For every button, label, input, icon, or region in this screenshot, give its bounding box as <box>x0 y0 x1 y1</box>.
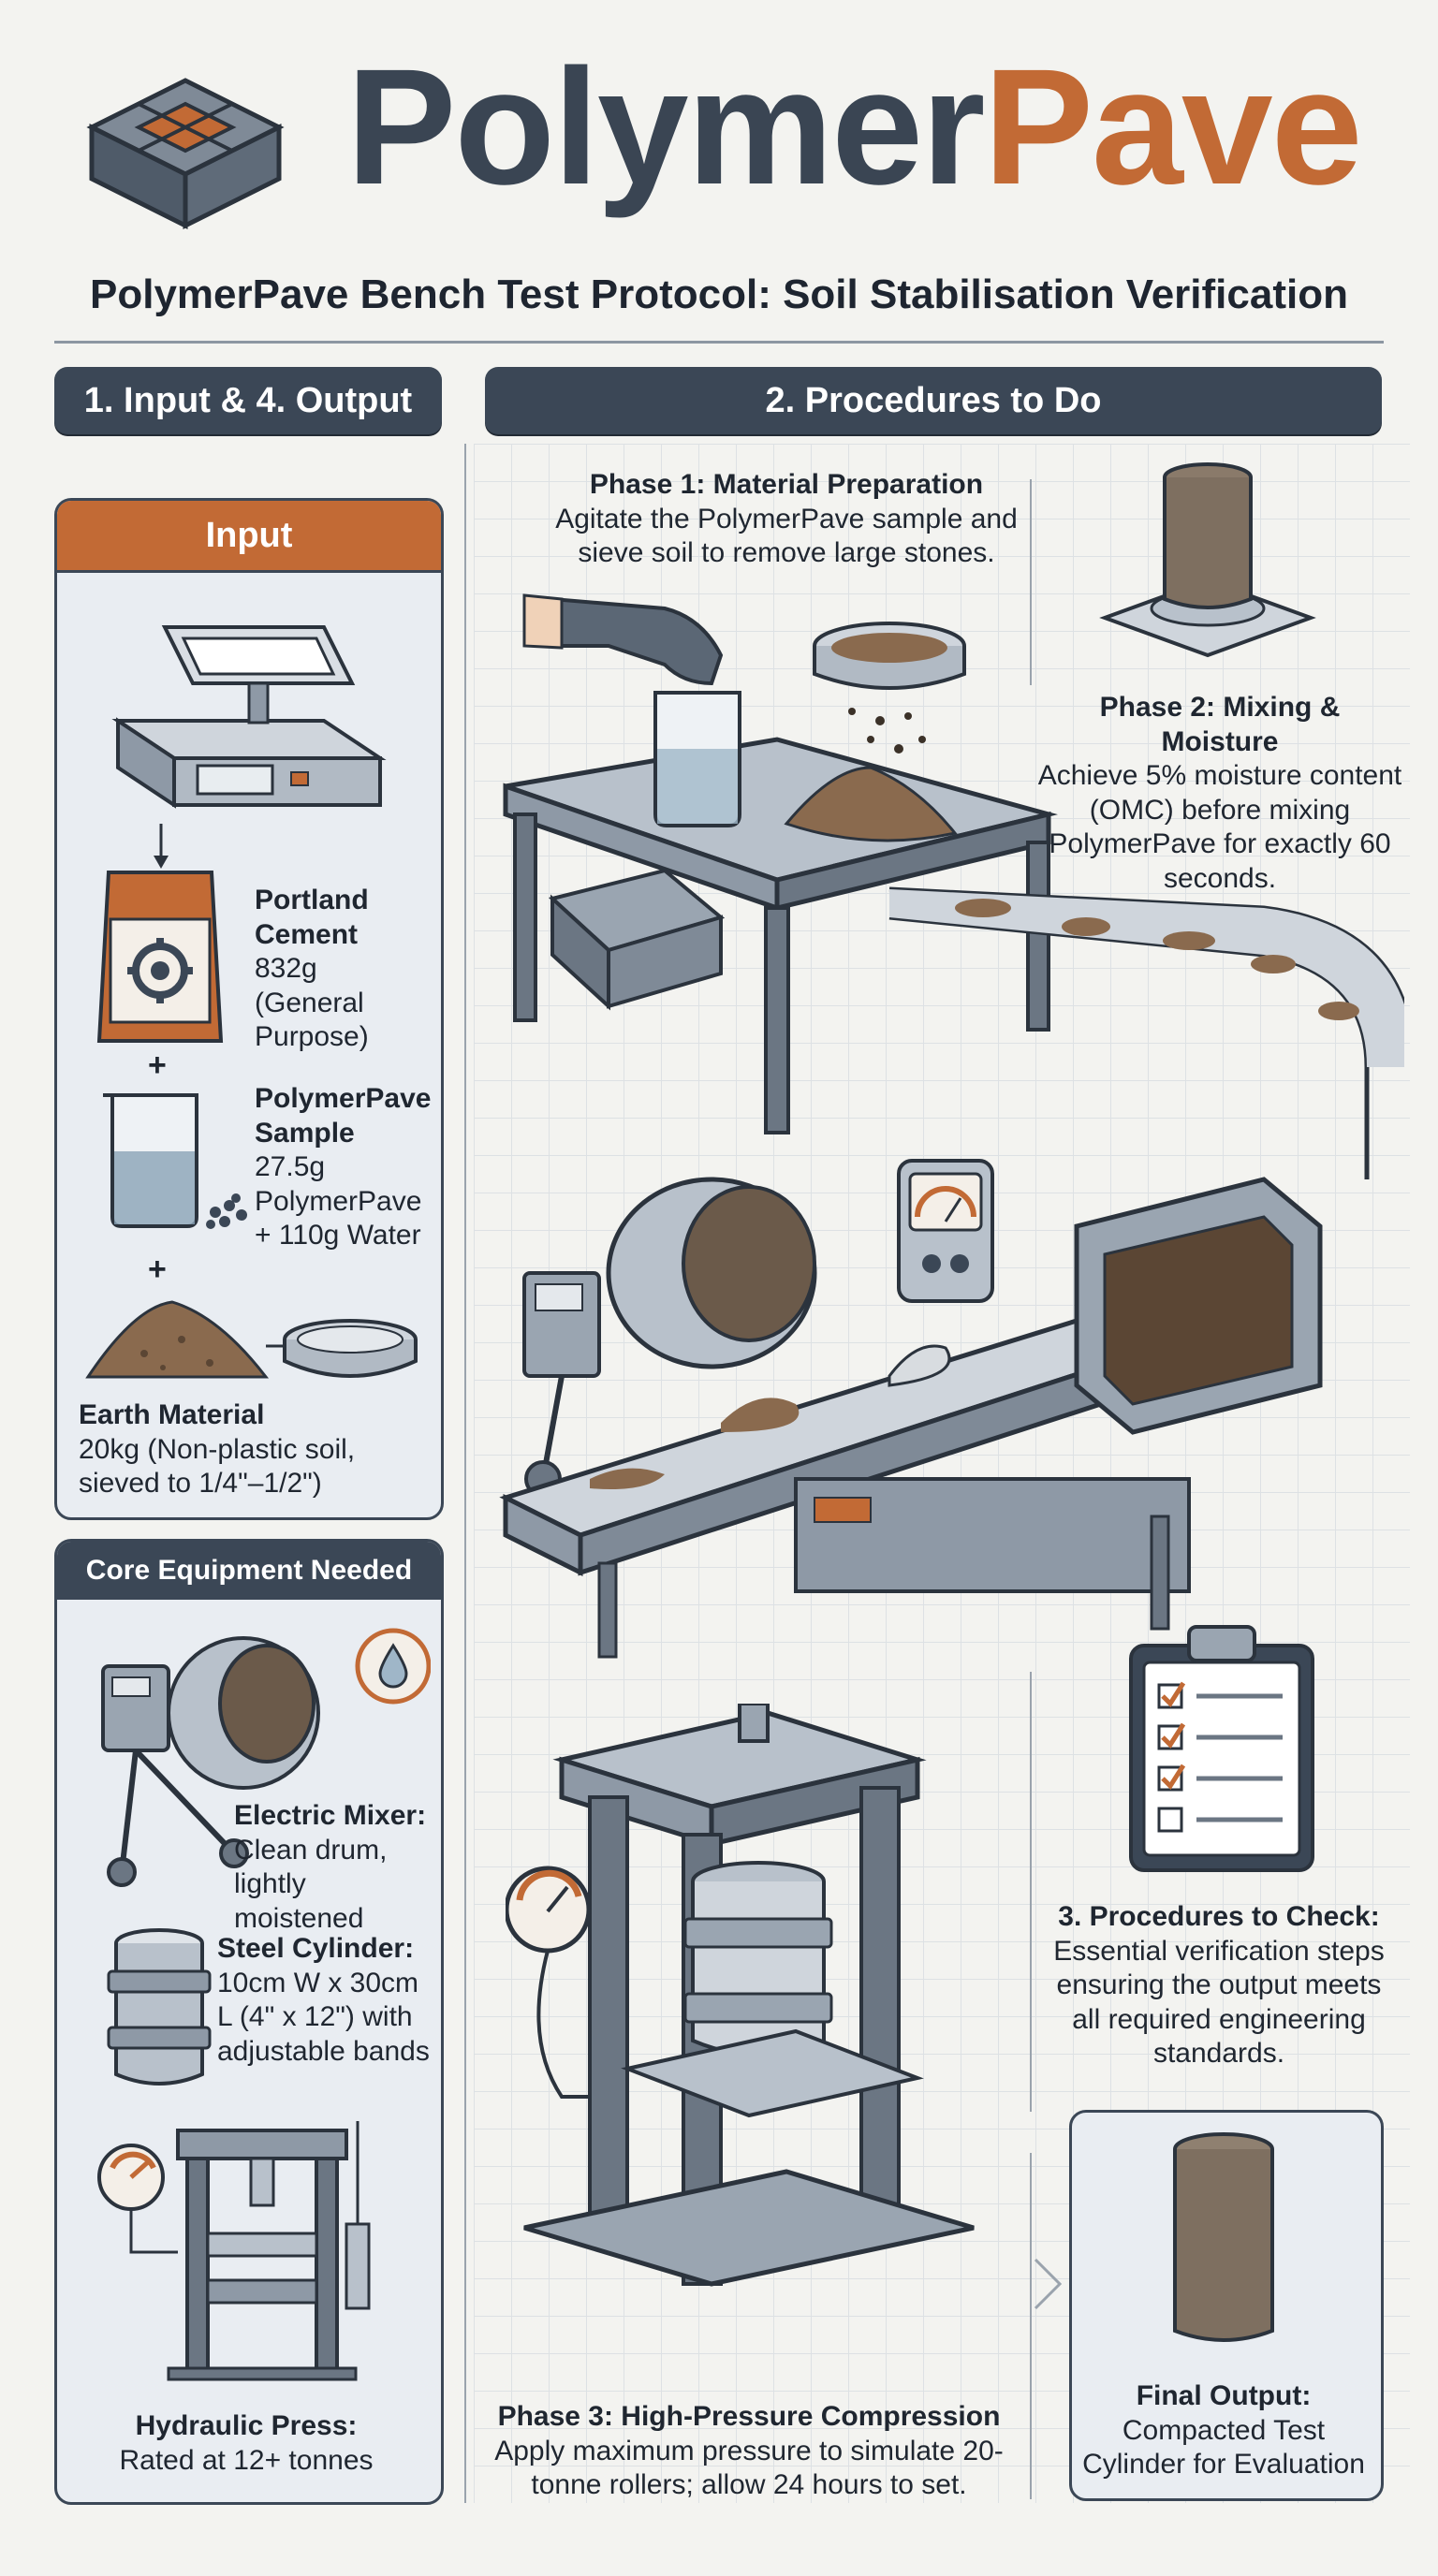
brand-wordmark: PolymerPave <box>346 45 1363 210</box>
scale-icon <box>111 625 387 809</box>
cement-detail: 832g (General Purpose) <box>255 953 369 1053</box>
output-text: Final Output: Compacted Test Cylinder fo… <box>1077 2379 1371 2482</box>
plus-sign-2: + <box>148 1251 167 1287</box>
beaker-icon <box>103 1093 247 1229</box>
soil-pile-icon <box>85 1300 418 1379</box>
cement-bag-icon <box>96 871 224 1043</box>
brand-logo-icon <box>86 78 285 230</box>
checklist-clipboard-icon <box>1129 1625 1314 1872</box>
phase-2-text: Phase 2: Mixing & Moisture Achieve 5% mo… <box>1037 691 1402 897</box>
phase-2-detail: Achieve 5% moisture content (OMC) before… <box>1037 760 1402 894</box>
mixer-name: Electric Mixer: <box>234 1800 427 1831</box>
brand-part-pave: Pave <box>983 36 1363 219</box>
press-name: Hydraulic Press: <box>135 2410 358 2441</box>
polymerpave-detail: 27.5g PolymerPave + 110g Water <box>255 1151 422 1251</box>
chevron-right-icon <box>1034 2258 1063 2310</box>
big-hydraulic-press-illustration <box>506 1704 975 2287</box>
input-item-earth: Earth Material 20kg (Non-plastic soil, s… <box>79 1398 425 1501</box>
arrow-down-icon <box>154 824 169 869</box>
brand-part-polymer: Polymer <box>346 36 986 219</box>
page-title: PolymerPave Bench Test Protocol: Soil St… <box>90 271 1348 317</box>
phase-3-text: Phase 3: High-Pressure Compression Apply… <box>487 2400 1011 2503</box>
plus-sign-1: + <box>148 1047 167 1083</box>
phase-1-title: Phase 1: Material Preparation <box>589 469 984 500</box>
input-panel-heading: Input <box>57 501 441 573</box>
hydraulic-press-icon <box>97 2121 371 2381</box>
check-detail: Essential verification steps ensuring th… <box>1053 1935 1385 2070</box>
processing-line-illustration <box>499 593 1404 1659</box>
output-detail: Compacted Test Cylinder for Evaluation <box>1082 2414 1365 2481</box>
cement-name: Portland Cement <box>255 885 369 950</box>
column-divider <box>464 444 466 2503</box>
earth-name: Earth Material <box>79 1399 265 1430</box>
equipment-item-press: Hydraulic Press: Rated at 12+ tonnes <box>54 2409 438 2478</box>
phase-1-text: Phase 1: Material Preparation Agitate th… <box>543 468 1030 571</box>
input-item-cement: Portland Cement 832g (General Purpose) <box>255 884 433 1055</box>
output-divider <box>1030 2153 1032 2499</box>
phase-3-title: Phase 3: High-Pressure Compression <box>497 2401 1001 2432</box>
phase-2-title: Phase 2: Mixing & Moisture <box>1099 692 1341 757</box>
check-divider <box>1030 1672 1032 2112</box>
check-title: 3. Procedures to Check: <box>1058 1901 1380 1932</box>
section-pill-input-output: 1. Input & 4. Output <box>54 367 442 434</box>
steel-cylinder-icon <box>107 1928 212 2086</box>
equipment-panel-heading: Core Equipment Needed <box>57 1542 441 1600</box>
title-divider <box>54 341 1384 344</box>
input-item-polymerpave: PolymerPave Sample 27.5g PolymerPave + 1… <box>255 1082 442 1253</box>
electric-mixer-icon <box>101 1628 431 1887</box>
equipment-item-mixer: Electric Mixer: Clean drum, lightly mois… <box>234 1799 431 1936</box>
equipment-item-cylinder: Steel Cylinder: 10cm W x 30cm L (4" x 12… <box>217 1932 436 2069</box>
cylinder-detail: 10cm W x 30cm L (4" x 12") with adjustab… <box>217 1967 430 2067</box>
polymerpave-name: PolymerPave Sample <box>255 1083 432 1149</box>
press-detail: Rated at 12+ tonnes <box>119 2444 374 2476</box>
check-text: 3. Procedures to Check: Essential verifi… <box>1041 1900 1397 2071</box>
phase-1-divider <box>1030 479 1032 685</box>
phase-1-detail: Agitate the PolymerPave sample and sieve… <box>555 503 1018 569</box>
output-title: Final Output: <box>1136 2380 1312 2411</box>
test-cylinder-icon <box>1173 2132 1274 2342</box>
cylinder-name: Steel Cylinder: <box>217 1933 415 1964</box>
phase-3-detail: Apply maximum pressure to simulate 20-to… <box>494 2435 1004 2501</box>
mixer-detail: Clean drum, lightly moistened <box>234 1834 388 1934</box>
earth-detail: 20kg (Non-plastic soil, sieved to 1/4"–1… <box>79 1433 356 1500</box>
soil-sample-cylinder-icon <box>1099 462 1316 658</box>
section-pill-procedures: 2. Procedures to Do <box>485 367 1382 434</box>
